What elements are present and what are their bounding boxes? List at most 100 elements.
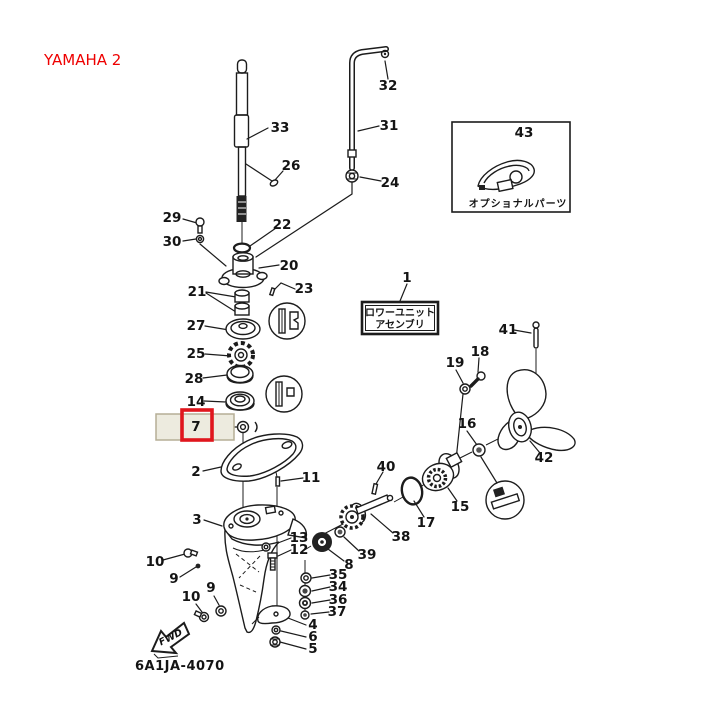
part-40-pin	[371, 482, 379, 496]
fwd-arrow: FWD	[150, 621, 191, 659]
part-label-27[interactable]: 27	[187, 318, 206, 334]
part-label-42[interactable]: 42	[535, 450, 554, 466]
part-25-impeller	[227, 341, 255, 369]
part-label-15[interactable]: 15	[451, 499, 470, 515]
part-label-40[interactable]: 40	[377, 459, 396, 475]
part-label-33[interactable]: 33	[271, 120, 290, 136]
part-label-18[interactable]: 18	[471, 344, 490, 360]
optional-parts-box: オプショナルパーツ	[451, 121, 571, 213]
part-7-bushing	[236, 420, 258, 434]
part-11-pin	[275, 476, 281, 487]
part-label-13[interactable]: 13	[290, 530, 309, 546]
part-label-26[interactable]: 26	[282, 158, 301, 174]
part-label-43[interactable]: 43	[515, 125, 534, 141]
part-label-38[interactable]: 38	[392, 529, 411, 545]
part-label-30[interactable]: 30	[163, 234, 182, 250]
part-33-driveshaft	[233, 59, 250, 222]
part-label-9a[interactable]: 9	[169, 571, 178, 587]
part-label-32[interactable]: 32	[379, 78, 398, 94]
part-label-41[interactable]: 41	[499, 322, 518, 338]
part-label-11[interactable]: 11	[302, 470, 321, 486]
part-2-base-plate	[220, 433, 304, 482]
part-label-14[interactable]: 14	[187, 394, 206, 410]
part-37-washer	[300, 610, 310, 620]
part-18-screw	[469, 371, 486, 388]
part-31-shift-rod	[347, 46, 389, 171]
part-label-1[interactable]: 1	[402, 270, 411, 286]
part-label-4[interactable]: 4	[308, 617, 317, 633]
part-label-29[interactable]: 29	[163, 210, 182, 226]
part-13-washer	[261, 542, 271, 552]
part-42-propeller	[497, 369, 576, 452]
part-30-washer	[195, 234, 205, 244]
part-label-9b[interactable]: 9	[206, 580, 215, 596]
part-38-prop-shaft	[339, 494, 394, 530]
detail-circle-shear-pin	[485, 480, 525, 520]
assembly-box: ロワーユニット アセンブリ	[360, 300, 440, 336]
part-35-washer	[300, 572, 312, 584]
part-16-washer	[472, 443, 486, 457]
part-label-6[interactable]: 6	[308, 629, 317, 645]
part-label-34[interactable]: 34	[329, 579, 348, 595]
part-39-nut	[334, 526, 346, 538]
part-19-washer	[459, 383, 471, 395]
part-label-12[interactable]: 12	[290, 542, 309, 558]
part-label-35[interactable]: 35	[329, 567, 348, 583]
part-10-bolt-lower	[193, 609, 210, 623]
part-27-plate	[225, 318, 261, 340]
part-8-bearing	[312, 532, 332, 552]
selection-marker-box	[180, 408, 214, 442]
part-41-cotter-pin	[532, 321, 540, 349]
part-label-36[interactable]: 36	[329, 592, 348, 608]
part-26-clip	[269, 179, 279, 187]
part-5-nut	[269, 636, 281, 648]
part-9-nut-lower	[215, 605, 227, 617]
part-label-5[interactable]: 5	[308, 641, 317, 657]
part-17-oring	[400, 476, 424, 506]
detail-circle-impeller-key	[268, 302, 306, 340]
part-3-gear-housing	[223, 504, 308, 634]
part-10-bolt-upper	[183, 548, 199, 558]
part-label-10b[interactable]: 10	[182, 589, 201, 605]
part-label-28[interactable]: 28	[185, 371, 204, 387]
part-12-bolt	[267, 552, 278, 571]
part-label-19[interactable]: 19	[446, 355, 465, 371]
part-label-22[interactable]: 22	[273, 217, 292, 233]
part-label-23[interactable]: 23	[295, 281, 314, 297]
part-20-pump-housing	[218, 252, 268, 289]
part-label-7-selected[interactable]: 7	[191, 419, 200, 435]
part-32-clip	[380, 49, 390, 59]
part-29-bolt	[195, 217, 205, 234]
part-number-labels: 1 2 3 4 5 6 7 8 9 9 10 10 11 12 13 14 15…	[146, 78, 554, 657]
part-label-39[interactable]: 39	[358, 547, 377, 563]
part-21-seals	[234, 289, 250, 316]
assembly-label-line1: ロワーユニット	[365, 307, 435, 319]
part-9-pin-upper	[195, 563, 201, 569]
page-title: YAMAHA 2	[43, 51, 121, 69]
part-label-17[interactable]: 17	[417, 515, 436, 531]
diagram-code: 6A1JA-4070	[135, 659, 225, 674]
part-label-24[interactable]: 24	[381, 175, 400, 191]
part-label-31[interactable]: 31	[380, 118, 399, 134]
part-label-37[interactable]: 37	[328, 604, 347, 620]
part-label-25[interactable]: 25	[187, 346, 206, 362]
part-28-cup	[226, 364, 254, 384]
part-label-2[interactable]: 2	[191, 464, 200, 480]
assembly-label-line2: アセンブリ	[375, 318, 425, 331]
part-22-oring	[232, 242, 252, 254]
part-15-bearing-carrier	[421, 451, 463, 492]
part-36-washer	[298, 596, 312, 610]
part-label-8[interactable]: 8	[344, 557, 353, 573]
part-label-21[interactable]: 21	[188, 284, 207, 300]
part-23-pin	[268, 286, 276, 297]
optional-parts-label: オプショナルパーツ	[469, 197, 568, 210]
part-label-16[interactable]: 16	[458, 416, 477, 432]
part-label-20[interactable]: 20	[280, 258, 299, 274]
detail-circle-pump-key	[265, 375, 303, 413]
part-14-seal-housing	[225, 391, 255, 411]
part-34-washer	[298, 584, 312, 598]
part-6-washer	[271, 625, 281, 635]
part-label-3[interactable]: 3	[192, 512, 201, 528]
part-label-10a[interactable]: 10	[146, 554, 165, 570]
